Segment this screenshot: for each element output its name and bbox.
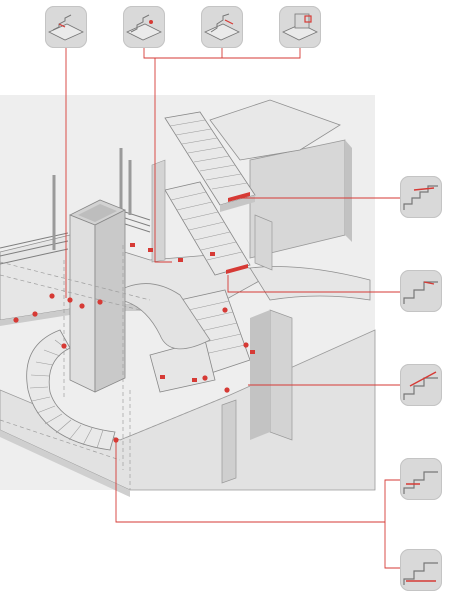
right-wall (269, 309, 293, 441)
stair-detail-1-icon[interactable] (45, 6, 87, 48)
highlight-marks (13, 192, 255, 443)
stair-tread-detail-2-icon[interactable] (400, 270, 442, 312)
stair-side-wall (254, 214, 273, 271)
stair-landing-detail-icon[interactable] (400, 549, 442, 591)
spiral-stair (26, 329, 116, 451)
lower-wall (221, 399, 237, 484)
railing (0, 211, 151, 265)
right-wall-side (250, 310, 270, 440)
stair-detail-4-icon[interactable] (279, 6, 321, 48)
stair-nosing-detail-icon[interactable] (400, 364, 442, 406)
construction-lines (0, 245, 231, 490)
ground-slab-front (0, 430, 130, 497)
stair-tread-detail-1-icon[interactable] (400, 176, 442, 218)
stair-detail-2-icon[interactable] (123, 6, 165, 48)
top-landing-slab (209, 99, 341, 161)
stair-detail-3-icon[interactable] (201, 6, 243, 48)
columns (52, 148, 132, 250)
curved-landing (119, 283, 211, 350)
stair-riser-detail-icon[interactable] (400, 458, 442, 500)
central-core (69, 199, 126, 393)
upper-stair-flight (164, 111, 256, 212)
leader-lines (65, 45, 400, 569)
rear-wall-side (345, 140, 352, 242)
